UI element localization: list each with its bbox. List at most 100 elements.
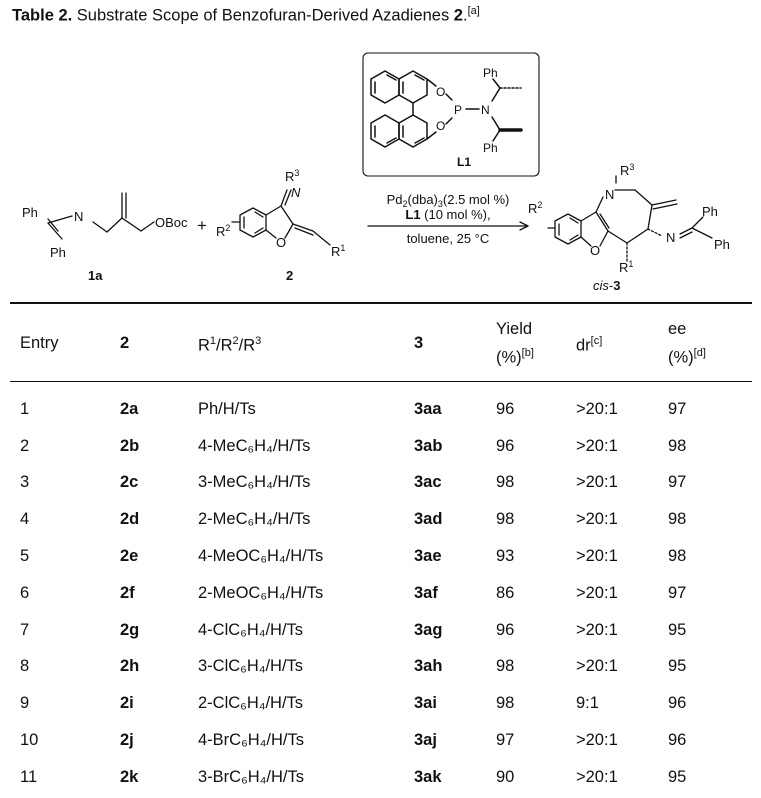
reaction-arrow [367,221,529,231]
r2-oxygen: O [276,235,286,250]
cell-yield: 96 [496,620,515,639]
cell-entry: 1 [20,399,30,418]
cell-substituents: 3-BrC₆H₄/H/Ts [198,767,304,786]
cell-ee: 97 [668,583,687,602]
table-caption: Table 2. Substrate Scope of Benzofuran-D… [12,5,480,26]
cell-substituents: 4-MeC₆H₄/H/Ts [198,436,311,455]
ligand-box [362,52,540,177]
header-product: 3 [414,334,424,352]
conditions-ligand: L1 (10 mol %), [405,207,490,222]
cell-dr: >20:1 [576,510,618,529]
cell-dr: >20:1 [576,436,618,455]
p3-imine-n: N [666,230,675,245]
cell-ee: 96 [668,731,687,750]
cell-product: 3af [414,583,438,602]
cell-product: 3aa [414,399,442,418]
table-row: 1 2a Ph/H/Ts 3aa 96 >20:1 97 [10,381,752,428]
cell-yield: 96 [496,399,515,418]
p3-ph-right: Ph [714,237,730,252]
header-entry: Entry [20,334,59,352]
r1a-nitrogen: N [74,209,83,224]
cell-entry: 9 [20,694,30,713]
cell-substrate: 2c [120,473,139,492]
cell-substrate: 2h [120,657,140,676]
header-yield: Yield(%)[b] [496,319,534,367]
cell-substituents: 2-MeC₆H₄/H/Ts [198,510,311,529]
cell-ee: 98 [668,510,687,529]
cell-product: 3aj [414,731,437,750]
cell-yield: 98 [496,473,515,492]
table-top-rule [10,302,752,304]
r1a-label: 1a [88,268,103,283]
cell-substrate: 2j [120,731,134,750]
cell-dr: 9:1 [576,694,599,713]
cell-substrate: 2k [120,767,139,786]
l1-label: L1 [457,155,471,169]
r2-r1: R1 [331,243,345,259]
p3-r1: R1 [619,259,633,275]
reactant-1a-structure [47,192,155,240]
cell-dr: >20:1 [576,399,618,418]
cell-entry: 11 [20,767,38,786]
l1-oxygen-top: O [436,85,445,99]
header-ee: ee(%)[d] [668,319,706,367]
caption-period: . [462,6,468,25]
cell-ee: 96 [668,694,687,713]
r2-imine-n: N [291,185,301,200]
cell-entry: 3 [20,473,30,492]
cell-substituents: 3-ClC₆H₄/H/Ts [198,657,304,676]
cell-substituents: 2-ClC₆H₄/H/Ts [198,694,304,713]
plus-sign: + [197,216,207,235]
cell-dr: >20:1 [576,767,618,786]
cell-product: 3ak [414,767,442,786]
p3-ring-n: N [605,187,614,202]
l1-phosphorus: P [454,103,462,117]
r2-r2: R2 [216,223,230,239]
cell-entry: 10 [20,731,39,750]
product-cis-3-structure [547,175,713,263]
cell-substituents: 4-MeOC₆H₄/H/Ts [198,547,324,566]
r1a-ph-bottom: Ph [50,245,66,260]
cell-ee: 98 [668,436,687,455]
cell-product: 3ab [414,436,443,455]
p3-r3: R3 [620,162,634,178]
cell-substrate: 2e [120,547,139,566]
cell-substituents: 2-MeOC₆H₄/H/Ts [198,583,324,602]
cell-substrate: 2a [120,399,139,418]
cell-product: 3ah [414,657,443,676]
cell-dr: >20:1 [576,620,618,639]
cell-dr: >20:1 [576,547,618,566]
cell-dr: >20:1 [576,583,618,602]
cell-product: 3ac [414,473,442,492]
reactant-2-structure [231,189,331,246]
cell-ee: 97 [668,399,687,418]
cell-substrate: 2g [120,620,140,639]
cell-substituents: 4-ClC₆H₄/H/Ts [198,620,304,639]
conditions-catalyst: Pd2(dba)3(2.5 mol %) [387,192,510,209]
caption-compound: 2 [453,6,463,25]
caption-label: Table 2. [12,6,73,25]
header-substrate: 2 [120,334,130,352]
cell-substituents: Ph/H/Ts [198,399,256,418]
substrate-scope-table: Entry 2 R1/R2/R3 3 Yield(%)[b] dr[c] ee(… [10,305,752,796]
conditions-solvent: toluene, 25 °C [407,231,490,246]
cell-entry: 6 [20,583,30,602]
r1a-ph-top: Ph [22,205,38,220]
cell-substrate: 2d [120,510,140,529]
r2-r3: R3 [285,168,299,184]
cell-product: 3ad [414,510,443,529]
cell-entry: 8 [20,657,30,676]
cell-yield: 90 [496,767,515,786]
cell-substrate: 2b [120,436,140,455]
p3-ph-top: Ph [702,204,718,219]
cell-ee: 95 [668,620,687,639]
cell-substituents: 4-BrC₆H₄/H/Ts [198,731,304,750]
ligand-L1-structure [370,70,523,148]
cell-dr: >20:1 [576,473,618,492]
